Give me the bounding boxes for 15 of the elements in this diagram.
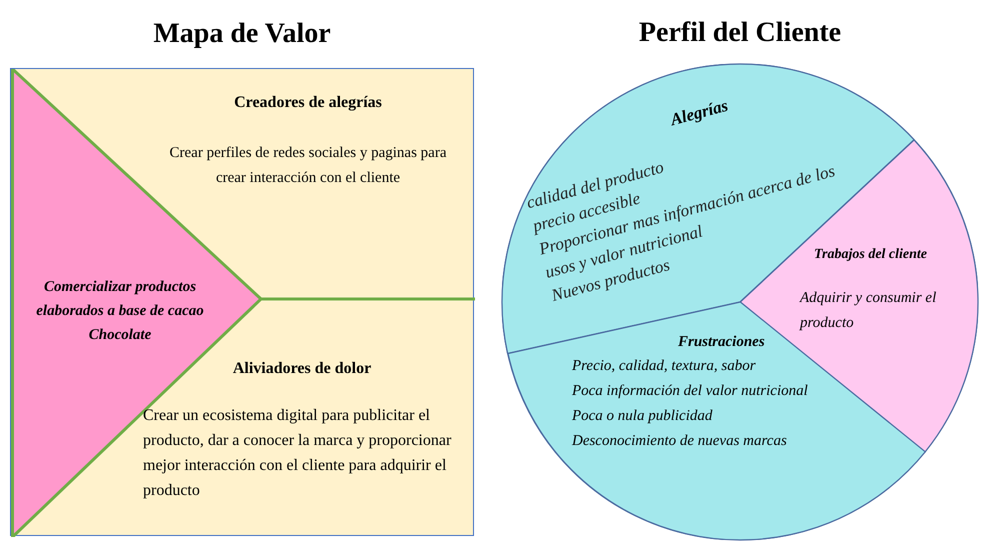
body-text: Crear perfiles de redes sociales y paginas para crear interacción con el cliente <box>168 144 448 188</box>
value-proposition-text: Comercializar productos elaborados a base de cacao Chocolate <box>35 278 205 345</box>
section-heading: Frustraciones <box>678 333 765 352</box>
list-item: Precio, calidad, textura, sabor <box>572 357 757 376</box>
list-item: Poca información del valor nutricional <box>572 382 809 401</box>
panel-title: Perfil del Cliente <box>638 16 842 50</box>
body-text: Adquirir y consumir el producto <box>800 288 938 333</box>
section-heading: Trabajos del cliente <box>814 246 928 264</box>
section-heading: Alegrías <box>668 94 731 132</box>
section-heading: Aliviadores de dolor <box>232 359 372 379</box>
panel-title: Mapa de Valor <box>152 17 332 51</box>
body-text: Crear un ecosistema digital para publicitar el producto, dar a conocer la marca y proporcionar mejor interacción con el cliente para adquirir el producto <box>142 406 452 501</box>
list-item: Poca o nula publicidad <box>572 407 714 426</box>
list-item: Desconocimiento de nuevas marcas <box>572 432 788 451</box>
section-heading: Creadores de alegrías <box>234 93 382 113</box>
